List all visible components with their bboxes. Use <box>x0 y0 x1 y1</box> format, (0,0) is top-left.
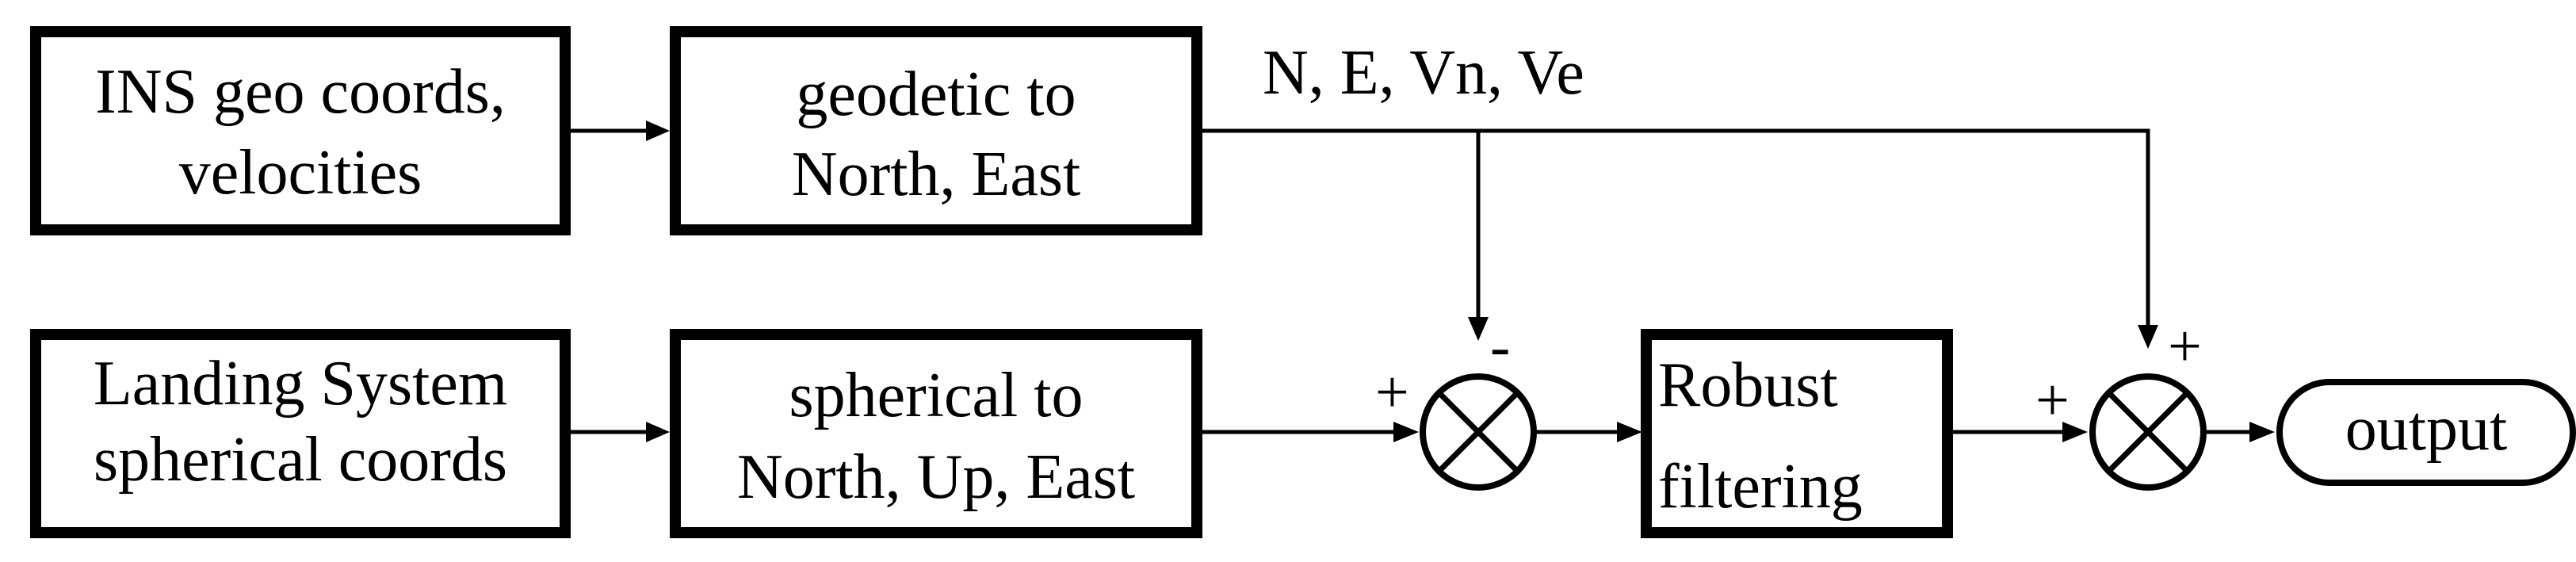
block-spherical: spherical to North, Up, East <box>670 329 1202 538</box>
junction-2-left-sign: + <box>2035 367 2070 434</box>
signal-label-ne: N, E, Vn, Ve <box>1263 38 1584 108</box>
block-ins-line-1: INS geo coords, <box>95 57 506 127</box>
arrowhead-junction-to-robust <box>1617 422 1642 442</box>
junction-2-top-sign: + <box>2168 313 2202 380</box>
block-spherical-line-1: spherical to <box>789 361 1084 430</box>
block-robust-filtering: Robust filtering <box>1641 329 1953 538</box>
block-geodetic-line-1: geodetic to <box>796 59 1076 129</box>
block-output-label: output <box>2345 394 2507 464</box>
block-ins: INS geo coords, velocities <box>30 26 571 235</box>
block-ins-line-2: velocities <box>179 138 422 208</box>
block-geodetic: geodetic to North, East <box>670 26 1202 235</box>
arrowhead-ne-to-first-junction <box>1468 317 1489 341</box>
block-landing-system: Landing System spherical coords <box>30 329 571 538</box>
arrowhead-junction-to-output <box>2249 422 2275 442</box>
block-robust-line-2: filtering <box>1658 452 1863 522</box>
summing-junction-1: + - <box>1375 313 1537 491</box>
block-geodetic-line-2: North, East <box>792 140 1080 209</box>
block-robust-line-1: Robust <box>1658 350 1838 420</box>
junction-1-left-sign: + <box>1375 359 1409 426</box>
junction-1-top-sign: - <box>1490 313 1510 380</box>
block-output: output <box>2276 379 2576 486</box>
arrowhead-ins-to-geodetic <box>646 120 670 141</box>
block-landing-line-1: Landing System <box>94 349 507 419</box>
arrowhead-ne-to-second-junction <box>2138 325 2158 349</box>
junction-2-cross-b <box>2107 391 2189 473</box>
arrowhead-robust-to-junction <box>2062 422 2088 442</box>
summing-junction-2: + + <box>2035 313 2207 491</box>
arrowhead-spherical-to-junction <box>1393 422 1419 442</box>
block-landing-line-2: spherical coords <box>94 425 507 495</box>
connections <box>569 120 2275 442</box>
junction-1-cross-b <box>1437 391 1519 473</box>
arrowhead-landing-to-spherical <box>646 422 670 442</box>
block-spherical-line-2: North, Up, East <box>737 442 1135 512</box>
line-ne-bus <box>1201 128 2150 325</box>
